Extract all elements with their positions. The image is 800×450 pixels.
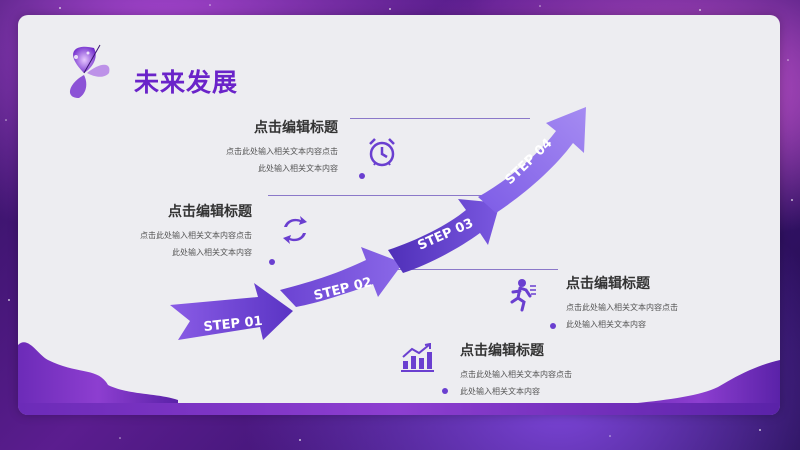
text-block-4: 点击编辑标题 点击此处输入相关文本内容点击 此处输入相关文本内容 [460,340,630,400]
step-label-1: STEP 01 [203,314,264,335]
divider-line-1 [350,118,530,119]
divider-line-3 [373,269,558,270]
step-arrows: STEP 01 STEP 02 STEP 03 STEP 04 [170,107,586,340]
bullet-dot [442,388,448,394]
step-arrow-1 [170,283,293,340]
slide-title: 未来发展 [134,68,239,97]
bullet-dot [550,323,556,329]
divider-line-2 [268,195,483,196]
step-arrow-4 [478,107,586,213]
block-line: 点击此处输入相关文本内容点击 [566,303,678,312]
step-arrow-3 [388,199,500,273]
growth-chart-icon [401,343,434,372]
text-block-3: 点击编辑标题 点击此处输入相关文本内容点击 此处输入相关文本内容 [566,273,736,333]
butterfly-logo [69,44,110,98]
block-line: 点击此处输入相关文本内容点击 [460,370,572,379]
refresh-cycle-icon [283,216,307,244]
block-heading: 点击编辑标题 [566,276,650,292]
text-block-2: 点击编辑标题 点击此处输入相关文本内容点击 此处输入相关文本内容 [100,201,252,261]
bullet-dot [359,173,365,179]
block-line: 点击此处输入相关文本内容点击 [140,231,252,240]
text-block-1: 点击编辑标题 点击此处输入相关文本内容点击 此处输入相关文本内容 [188,117,338,177]
step-arrow-2 [280,247,403,307]
bullet-dot [269,259,275,265]
block-heading: 点击编辑标题 [168,204,252,220]
block-line: 此处输入相关文本内容 [172,248,252,257]
block-line: 点击此处输入相关文本内容点击 [226,147,338,156]
block-heading: 点击编辑标题 [460,343,544,359]
alarm-clock-icon [369,138,395,167]
slide-card: 未来发展 STEP 01 STEP 02 STEP 03 STEP 04 [18,15,780,415]
block-line: 此处输入相关文本内容 [258,164,338,173]
block-heading: 点击编辑标题 [254,120,338,136]
block-line: 此处输入相关文本内容 [460,387,540,396]
block-line: 此处输入相关文本内容 [566,320,646,329]
purple-landscape-decoration [18,342,780,415]
running-person-icon [510,279,536,312]
